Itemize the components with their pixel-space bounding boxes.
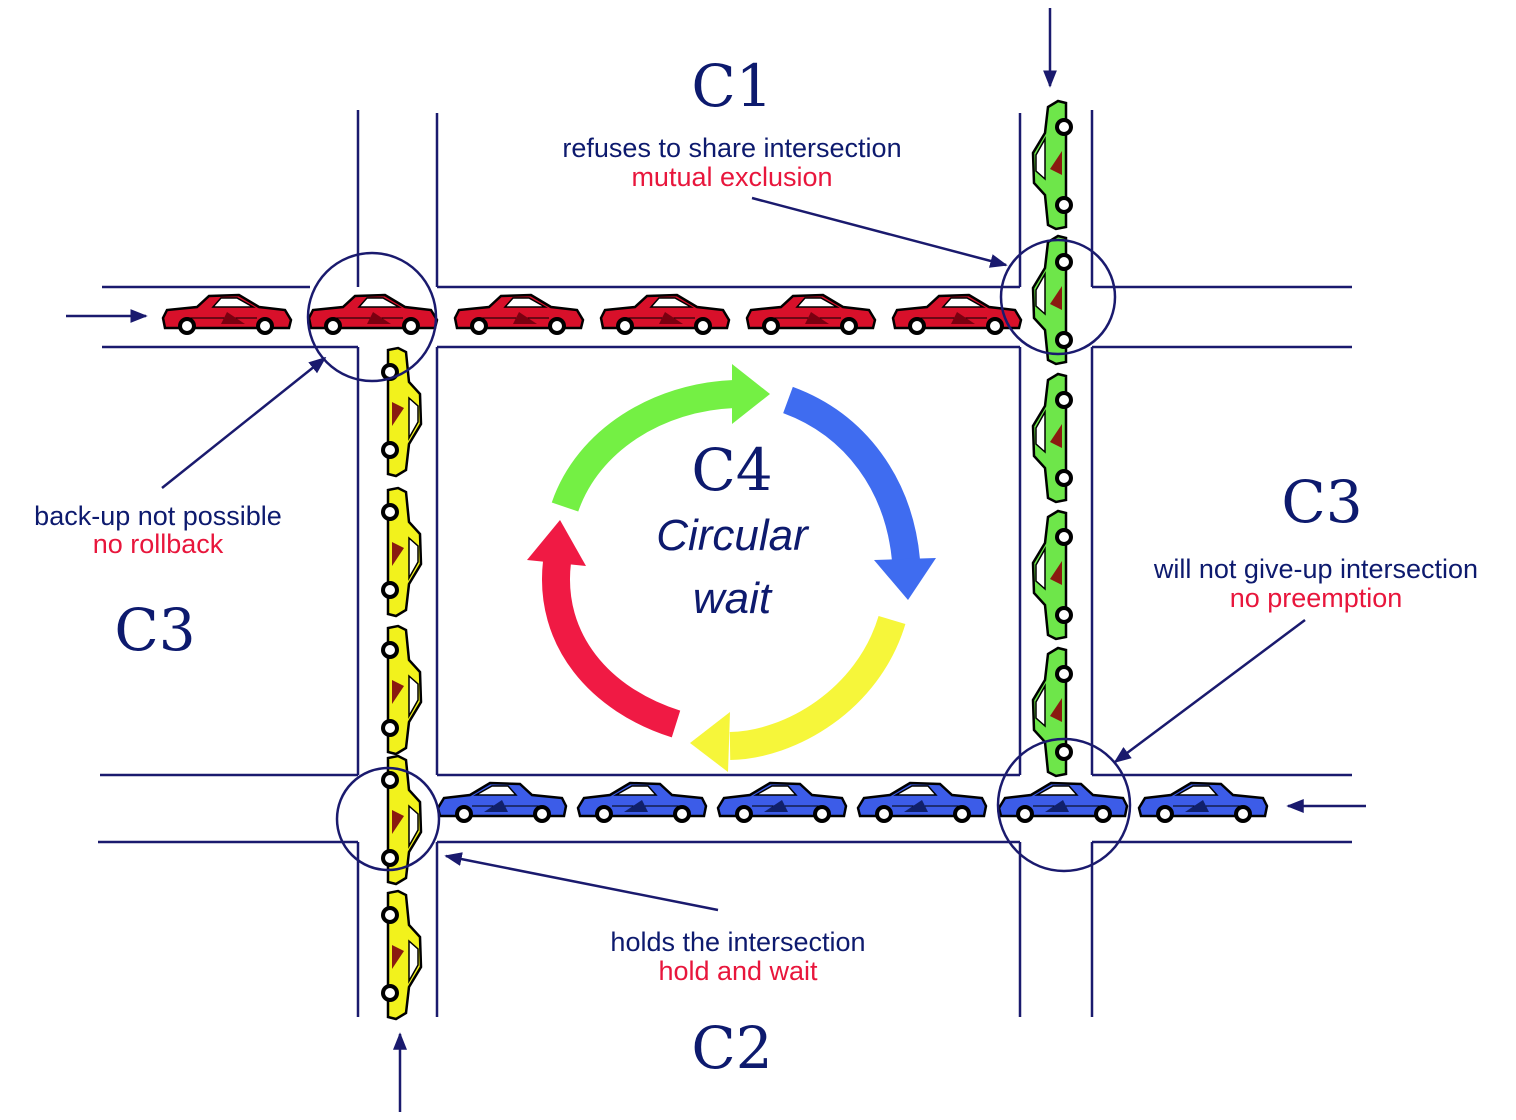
sports-car-icon: [1031, 99, 1075, 231]
blue-car-queue: [436, 781, 1269, 825]
annotation-right-line1: will not give-up intersection: [1153, 554, 1478, 584]
circular-arrow-icon: [527, 364, 936, 772]
red-car-queue: [161, 293, 1023, 337]
sports-car-icon: [436, 781, 568, 825]
sports-car-icon: [1031, 509, 1075, 641]
wait-label: wait: [693, 574, 773, 623]
road-grid: [98, 110, 1352, 1017]
sports-car-icon: [161, 293, 293, 337]
c2-label: C2: [691, 1014, 772, 1082]
annotation-top-line2: mutual exclusion: [631, 162, 832, 192]
annotation-right-line2: no preemption: [1230, 583, 1403, 613]
annotation-top-line1: refuses to share intersection: [562, 133, 901, 163]
annotation-left-line1: back-up not possible: [34, 501, 282, 531]
annotation-bottom-line1: holds the intersection: [610, 927, 865, 957]
sports-car-icon: [716, 781, 848, 825]
sports-car-icon: [379, 624, 423, 756]
sports-car-icon: [576, 781, 708, 825]
c4-label: C4: [691, 436, 772, 504]
sports-car-icon: [307, 293, 439, 337]
sports-car-icon: [1137, 781, 1269, 825]
yellow-car-queue: [379, 346, 423, 1021]
sports-car-icon: [379, 486, 423, 618]
annotation-left-line2: no rollback: [93, 529, 224, 559]
sports-car-icon: [745, 293, 877, 337]
sports-car-icon: [1031, 234, 1075, 366]
sports-car-icon: [997, 781, 1129, 825]
sports-car-icon: [379, 346, 423, 478]
circular-label: Circular: [656, 511, 810, 560]
sports-car-icon: [1031, 646, 1075, 778]
green-car-queue: [1031, 99, 1075, 778]
c3-left-label: C3: [114, 596, 195, 664]
sports-car-icon: [1031, 372, 1075, 504]
sports-car-icon: [856, 781, 988, 825]
annotation-pointers: [161, 196, 1306, 912]
sports-car-icon: [599, 293, 731, 337]
annotation-bottom-line2: hold and wait: [658, 956, 818, 986]
c3-right-label: C3: [1281, 468, 1362, 536]
intersection-markers: [306, 238, 1132, 873]
c1-label: C1: [691, 52, 772, 120]
sports-car-icon: [379, 889, 423, 1021]
sports-car-icon: [453, 293, 585, 337]
traffic-direction-arrow-icon: [66, 8, 1366, 1112]
